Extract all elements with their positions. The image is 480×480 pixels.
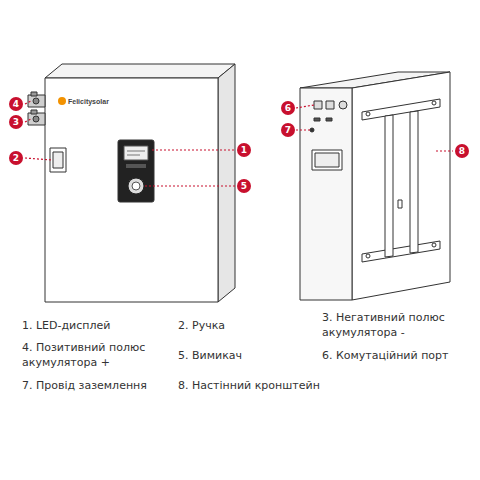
callout-number: 1	[237, 143, 251, 157]
part-label: 5. Вимикач	[178, 348, 308, 363]
battery-cabinet-front	[28, 64, 235, 302]
wall-bracket	[362, 99, 440, 262]
brand-logo: Felicitysolar	[68, 97, 109, 106]
callout-number: 8	[455, 144, 469, 158]
callout-number: 5	[237, 179, 251, 193]
part-label: 8. Настінний кронштейн	[178, 378, 328, 393]
part-label: 6. Комутаційний порт	[322, 348, 472, 363]
battery-cabinet-rear	[300, 72, 450, 300]
callout-number: 3	[9, 115, 23, 129]
callout-number: 4	[9, 97, 23, 111]
callout-number: 7	[281, 123, 295, 137]
part-label: 7. Провід заземлення	[22, 378, 172, 393]
part-label: 2. Ручка	[178, 318, 308, 333]
callout-number: 6	[281, 101, 295, 115]
part-label: 1. LED-дисплей	[22, 318, 162, 333]
part-label: 3. Негативний полюс акумулятора -	[322, 310, 472, 340]
part-label: 4. Позитивний полюс акумулятора +	[22, 340, 162, 370]
leader-lines	[25, 101, 453, 186]
callout-number: 2	[9, 151, 23, 165]
